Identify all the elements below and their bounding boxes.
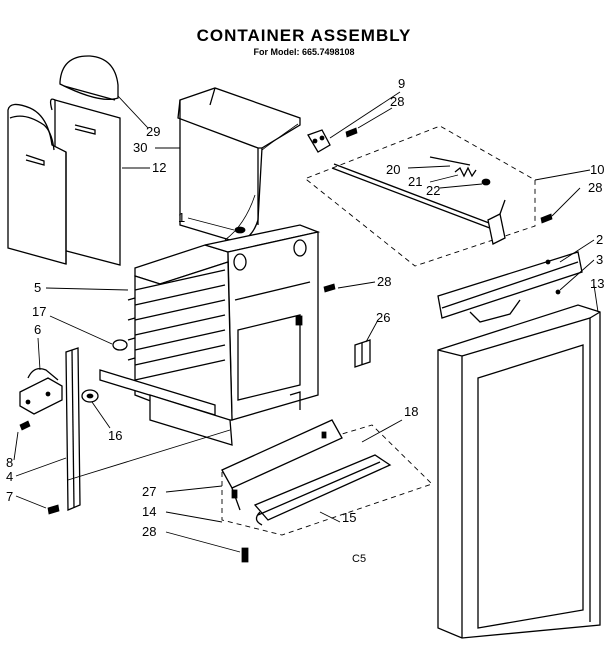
callout-1: 1 xyxy=(178,210,185,225)
callout-18: 18 xyxy=(404,404,418,419)
callout-13: 13 xyxy=(590,276,604,291)
callout-22: 22 xyxy=(426,183,440,198)
callout-26: 26 xyxy=(376,310,390,325)
part-27-plate xyxy=(221,419,343,511)
callout-27: 27 xyxy=(142,484,156,499)
part-2-rail xyxy=(437,251,583,323)
callout-2: 2 xyxy=(596,232,603,247)
callout-17: 17 xyxy=(32,304,46,319)
leader-lines xyxy=(13,91,599,553)
part-16-knob xyxy=(81,389,99,403)
callout-28-bottom: 28 xyxy=(142,524,156,539)
callout-28-top: 28 xyxy=(390,94,404,109)
part-12-bag-holder xyxy=(7,98,121,266)
subassembly-outline-14 xyxy=(221,424,433,536)
callout-4: 4 xyxy=(6,469,13,484)
part-9-bracket xyxy=(307,129,331,153)
part-15-tray xyxy=(253,454,392,526)
part-6-bracket xyxy=(19,367,63,415)
part-29-lid xyxy=(59,55,119,101)
part-28-screws xyxy=(241,127,553,563)
callout-9: 9 xyxy=(398,76,405,91)
callout-21: 21 xyxy=(408,174,422,189)
callout-8: 8 xyxy=(6,455,13,470)
callout-16: 16 xyxy=(108,428,122,443)
part-20-rod xyxy=(331,156,498,231)
subassembly-outline-10 xyxy=(306,125,536,267)
callout-6: 6 xyxy=(34,322,41,337)
diagram-title: CONTAINER ASSEMBLY xyxy=(196,26,412,45)
part-10-bracket xyxy=(487,199,506,245)
callout-7: 7 xyxy=(6,489,13,504)
part-5-container-frame xyxy=(99,224,321,446)
callout-29: 29 xyxy=(146,124,160,139)
callout-30: 30 xyxy=(133,140,147,155)
callout-20: 20 xyxy=(386,162,400,177)
callout-14: 14 xyxy=(142,504,156,519)
callout-15: 15 xyxy=(342,510,356,525)
part-26-latch xyxy=(354,339,371,368)
callout-12: 12 xyxy=(152,160,166,175)
model-number: For Model: 665.7498108 xyxy=(253,47,355,57)
part-22-nut xyxy=(481,178,491,186)
callout-28-mid: 28 xyxy=(377,274,391,289)
part-8-screw xyxy=(19,420,31,431)
part-30-bag xyxy=(177,87,301,242)
part-4-rail xyxy=(65,347,81,511)
callout-28-right: 28 xyxy=(588,180,602,195)
callout-labels: 29 30 12 1 5 17 6 8 4 7 16 9 28 20 21 22… xyxy=(6,76,604,565)
part-1-clip xyxy=(234,226,246,234)
callout-10: 10 xyxy=(590,162,604,177)
part-17-washer xyxy=(112,339,128,351)
part-13-door-panel xyxy=(437,289,601,639)
part-7-screw xyxy=(47,504,60,515)
callout-5: 5 xyxy=(34,280,41,295)
part-21-spring xyxy=(454,166,477,178)
callout-3: 3 xyxy=(596,252,603,267)
figure-code: C5 xyxy=(352,553,366,565)
